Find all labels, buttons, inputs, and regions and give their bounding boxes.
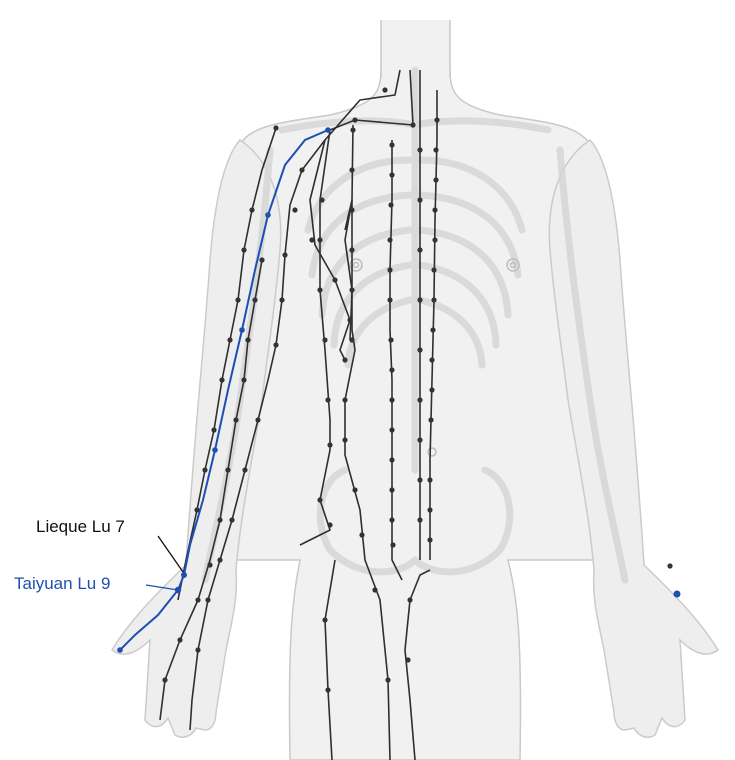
arm-right-outline xyxy=(549,140,718,737)
lieque-leader xyxy=(158,536,183,572)
taiyuan-lu9-label: Taiyuan Lu 9 xyxy=(14,575,110,592)
arm-left-outline xyxy=(112,140,281,737)
lieque-lu7-label: Lieque Lu 7 xyxy=(36,518,125,535)
